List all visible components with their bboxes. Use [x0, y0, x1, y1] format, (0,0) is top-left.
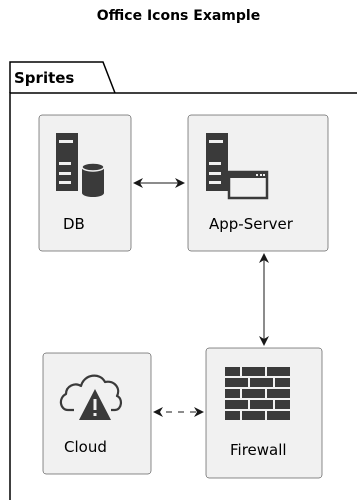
diagram-title: Office Icons Example — [96, 8, 261, 24]
node-app-server[interactable]: App-Server — [187, 114, 329, 252]
node-cloud[interactable]: Cloud — [42, 352, 152, 475]
package-sprites: Sprites — [9, 61, 357, 500]
node-db-label: DB — [63, 215, 85, 233]
application-server-icon — [206, 133, 269, 200]
node-firewall-label: Firewall — [230, 441, 287, 459]
node-db[interactable]: DB — [38, 114, 132, 252]
node-firewall[interactable]: Firewall — [205, 347, 323, 479]
node-app-server-label: App-Server — [209, 215, 294, 233]
database-server-icon — [56, 133, 105, 197]
package-label: Sprites — [14, 69, 74, 87]
node-cloud-label: Cloud — [64, 438, 107, 456]
cloud-warning-icon — [59, 374, 122, 420]
firewall-icon — [225, 367, 290, 420]
